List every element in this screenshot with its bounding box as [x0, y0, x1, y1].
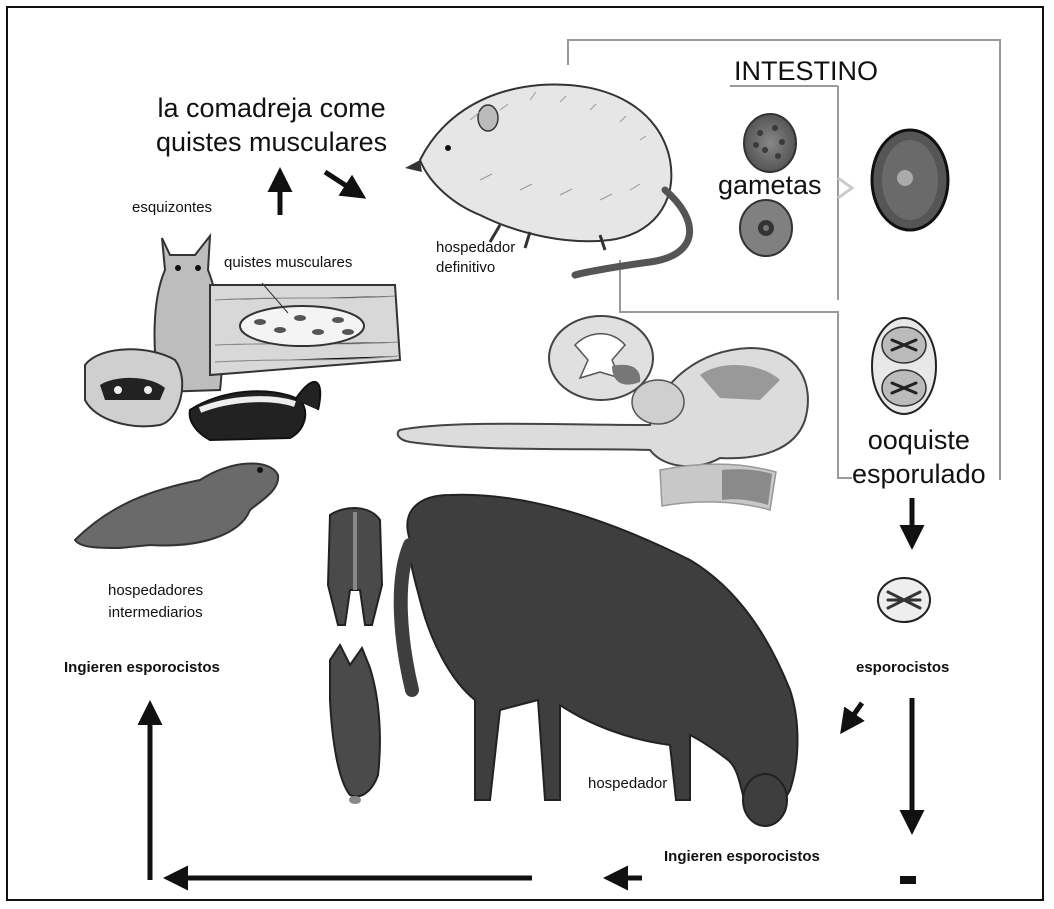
arrow-to-opossum: [325, 172, 362, 196]
sporulated-oocyst-label: ooquiste esporulado: [852, 424, 986, 492]
muscle-cysts-label: quistes musculares: [224, 254, 352, 271]
intermediate-hosts-label: hospedadores intermediarios: [108, 580, 203, 624]
sporocysts-label: esporocistos: [856, 659, 949, 676]
oocyst-illustration: [872, 130, 948, 230]
definitive-host-label: hospedador definitivo: [436, 238, 515, 279]
schizonts-label: esquizontes: [132, 199, 212, 216]
intestine-title: INTESTINO: [734, 56, 878, 87]
gamete-chevron-icon: [838, 178, 852, 198]
ingest-sporocysts-bottom-label: Ingieren esporocistos: [664, 848, 820, 865]
horse-head-illustration: [330, 645, 380, 804]
arrow-stub: [900, 876, 916, 884]
muscle-tissue-block: [210, 283, 400, 375]
definitive-host-line1: hospedador: [436, 238, 515, 258]
oocyst-line1: ooquiste: [852, 424, 986, 458]
oocyst-line2: esporulado: [852, 458, 986, 492]
spinal-cord-section: [549, 316, 653, 400]
spinal-tissue-block: [660, 464, 776, 510]
ingest-sporocysts-left-label: Ingieren esporocistos: [64, 659, 220, 676]
arrow-to-horse: [843, 703, 862, 730]
otter-illustration: [75, 464, 278, 548]
definitive-host-line2: definitivo: [436, 258, 515, 278]
gamete-cell-top: [744, 114, 796, 172]
weasel-caption-line1: la comadreja come: [156, 92, 387, 126]
intermediate-hosts-line2: intermediarios: [108, 602, 203, 624]
horse-host-label: hospedador: [588, 775, 667, 792]
raccoon-illustration: [85, 349, 182, 426]
weasel-caption-line2: quistes musculares: [156, 126, 387, 160]
gamete-cell-bottom: [740, 200, 792, 256]
sporocyst-illustration: [878, 578, 930, 622]
intermediate-hosts-line1: hospedadores: [108, 580, 203, 602]
gametes-label: gametas: [718, 170, 822, 201]
horse-rear-view-illustration: [328, 508, 382, 625]
sporulated-oocyst-illustration: [872, 318, 936, 414]
weasel-eats-cysts-caption: la comadreja come quistes musculares: [156, 92, 387, 160]
